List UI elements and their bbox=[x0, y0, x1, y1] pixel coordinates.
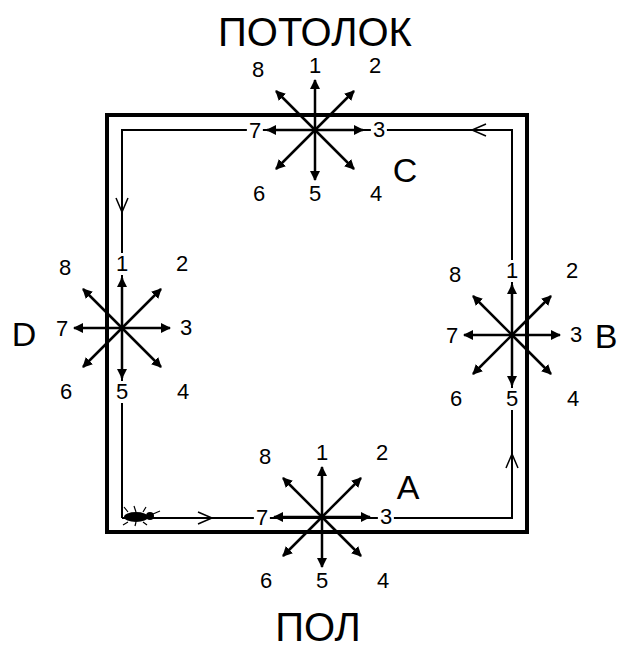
direction-arrow bbox=[473, 335, 512, 374]
direction-number: 2 bbox=[374, 442, 390, 464]
direction-number: 6 bbox=[58, 381, 74, 403]
direction-arrow bbox=[322, 478, 361, 517]
direction-arrow bbox=[83, 289, 122, 328]
point-label: D bbox=[10, 317, 39, 351]
direction-arrow bbox=[122, 327, 170, 330]
direction-number: 5 bbox=[504, 388, 520, 410]
bug bbox=[123, 506, 160, 526]
direction-number: 3 bbox=[371, 119, 387, 141]
path-arrow bbox=[116, 198, 128, 212]
surface-label: ПОЛ bbox=[273, 607, 363, 647]
direction-arrow bbox=[322, 516, 370, 519]
direction-number: 5 bbox=[307, 183, 323, 205]
direction-number: 2 bbox=[174, 253, 190, 275]
direction-arrow bbox=[276, 130, 315, 169]
path-arrow bbox=[198, 512, 212, 524]
direction-arrow bbox=[283, 517, 322, 556]
direction-arrow bbox=[512, 335, 551, 374]
direction-number: 6 bbox=[258, 570, 274, 592]
direction-number: 3 bbox=[568, 324, 584, 346]
direction-arrow bbox=[512, 334, 560, 337]
direction-arrow bbox=[321, 467, 324, 517]
path-arrow bbox=[472, 124, 486, 136]
direction-arrow bbox=[276, 91, 315, 130]
room-wall bbox=[107, 115, 527, 532]
direction-arrow bbox=[315, 129, 363, 132]
direction-number: 7 bbox=[54, 318, 70, 340]
direction-arrow bbox=[274, 516, 322, 519]
direction-arrow bbox=[321, 517, 324, 567]
direction-arrow bbox=[512, 296, 551, 335]
direction-arrow bbox=[322, 517, 361, 556]
direction-arrow bbox=[473, 296, 512, 335]
direction-arrow bbox=[122, 328, 161, 367]
direction-number: 3 bbox=[378, 506, 394, 528]
direction-arrow bbox=[315, 130, 354, 169]
direction-number: 1 bbox=[114, 253, 130, 275]
direction-number: 4 bbox=[565, 388, 581, 410]
direction-number: 8 bbox=[250, 59, 266, 81]
direction-number: 3 bbox=[178, 317, 194, 339]
surface-label: ПОТОЛОК bbox=[216, 12, 414, 52]
direction-number: 8 bbox=[447, 264, 463, 286]
direction-number: 7 bbox=[247, 120, 263, 142]
path-arrow bbox=[506, 454, 518, 468]
direction-arrow bbox=[314, 130, 317, 180]
direction-number: 7 bbox=[444, 325, 460, 347]
direction-number: 8 bbox=[57, 257, 73, 279]
direction-arrow bbox=[74, 327, 122, 330]
direction-arrow bbox=[283, 478, 322, 517]
direction-number: 7 bbox=[254, 507, 270, 529]
direction-number: 1 bbox=[314, 442, 330, 464]
direction-number: 4 bbox=[175, 381, 191, 403]
direction-arrow bbox=[464, 334, 512, 337]
direction-number: 1 bbox=[307, 55, 323, 77]
direction-arrow bbox=[121, 328, 124, 378]
direction-number: 8 bbox=[257, 446, 273, 468]
point-label: C bbox=[391, 153, 420, 187]
direction-number: 6 bbox=[251, 183, 267, 205]
direction-number: 5 bbox=[114, 381, 130, 403]
bug-path bbox=[122, 130, 512, 518]
direction-number: 6 bbox=[448, 388, 464, 410]
direction-number: 1 bbox=[504, 260, 520, 282]
direction-arrow bbox=[315, 91, 354, 130]
direction-arrow bbox=[83, 328, 122, 367]
direction-number: 2 bbox=[367, 55, 383, 77]
direction-arrow bbox=[267, 129, 315, 132]
direction-number: 2 bbox=[564, 260, 580, 282]
direction-arrow bbox=[121, 278, 124, 328]
direction-arrow bbox=[511, 335, 514, 385]
point-label: A bbox=[395, 470, 422, 504]
direction-arrow bbox=[122, 289, 161, 328]
direction-arrow bbox=[314, 80, 317, 130]
direction-number: 5 bbox=[314, 570, 330, 592]
point-label: B bbox=[593, 319, 620, 353]
direction-number: 4 bbox=[375, 570, 391, 592]
direction-arrow bbox=[511, 285, 514, 335]
direction-number: 4 bbox=[368, 183, 384, 205]
